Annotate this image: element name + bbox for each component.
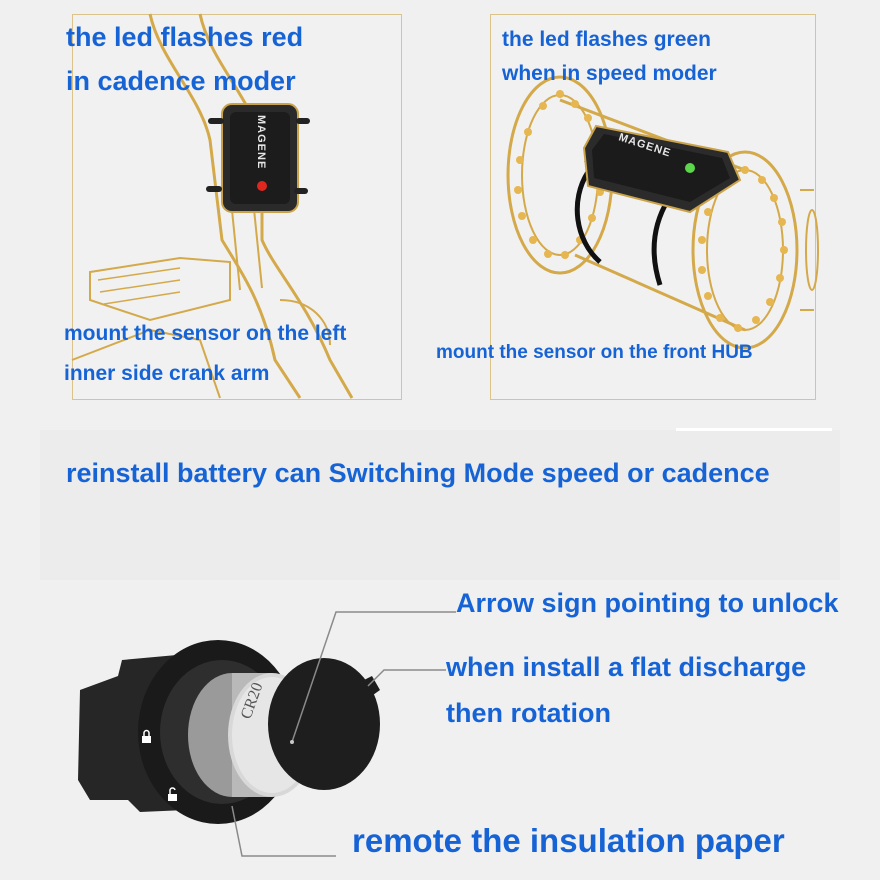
- divider: [676, 428, 832, 431]
- cadence-title-line: in cadence moder: [66, 66, 296, 96]
- insulation-paper-note: remote the insulation paper: [352, 822, 785, 859]
- speed-mount-note: mount the sensor on the front HUB: [436, 342, 753, 363]
- speed-title-line: the led flashes green: [502, 28, 711, 51]
- leader-lines: [231, 611, 456, 857]
- coin-battery: CR20: [188, 673, 316, 797]
- speed-title: the led flashes green when in speed mode…: [502, 28, 717, 96]
- speed-panel: [490, 14, 816, 400]
- cadence-sensor: MAGENE: [206, 103, 310, 213]
- cadence-mount-line: inner side crank arm: [64, 362, 270, 385]
- flat-note-line: then rotation: [446, 698, 611, 728]
- cadence-led-icon: [257, 181, 267, 191]
- speed-sensor: MAGENE: [574, 124, 742, 286]
- flat-discharge-note: when install a flat discharge then rotat…: [446, 652, 806, 744]
- cadence-title: the led flashes red in cadence moder: [66, 22, 303, 110]
- lock-icon: [142, 729, 151, 743]
- speed-title-line: when in speed moder: [502, 62, 717, 85]
- cadence-title-line: the led flashes red: [66, 22, 304, 52]
- speed-led-icon: [685, 163, 695, 173]
- cadence-mount-line: mount the sensor on the left: [64, 322, 347, 345]
- cadence-brand-logo: MAGENE: [255, 115, 267, 169]
- battery-cover: [268, 658, 380, 790]
- switch-mode-note: reinstall battery can Switching Mode spe…: [66, 458, 770, 488]
- instruction-band: [40, 430, 840, 580]
- unlock-icon: [168, 787, 177, 801]
- arrow-unlock-note: Arrow sign pointing to unlock: [456, 588, 839, 618]
- flat-note-line: when install a flat discharge: [446, 652, 807, 682]
- cadence-mount-note: mount the sensor on the left inner side …: [64, 322, 346, 402]
